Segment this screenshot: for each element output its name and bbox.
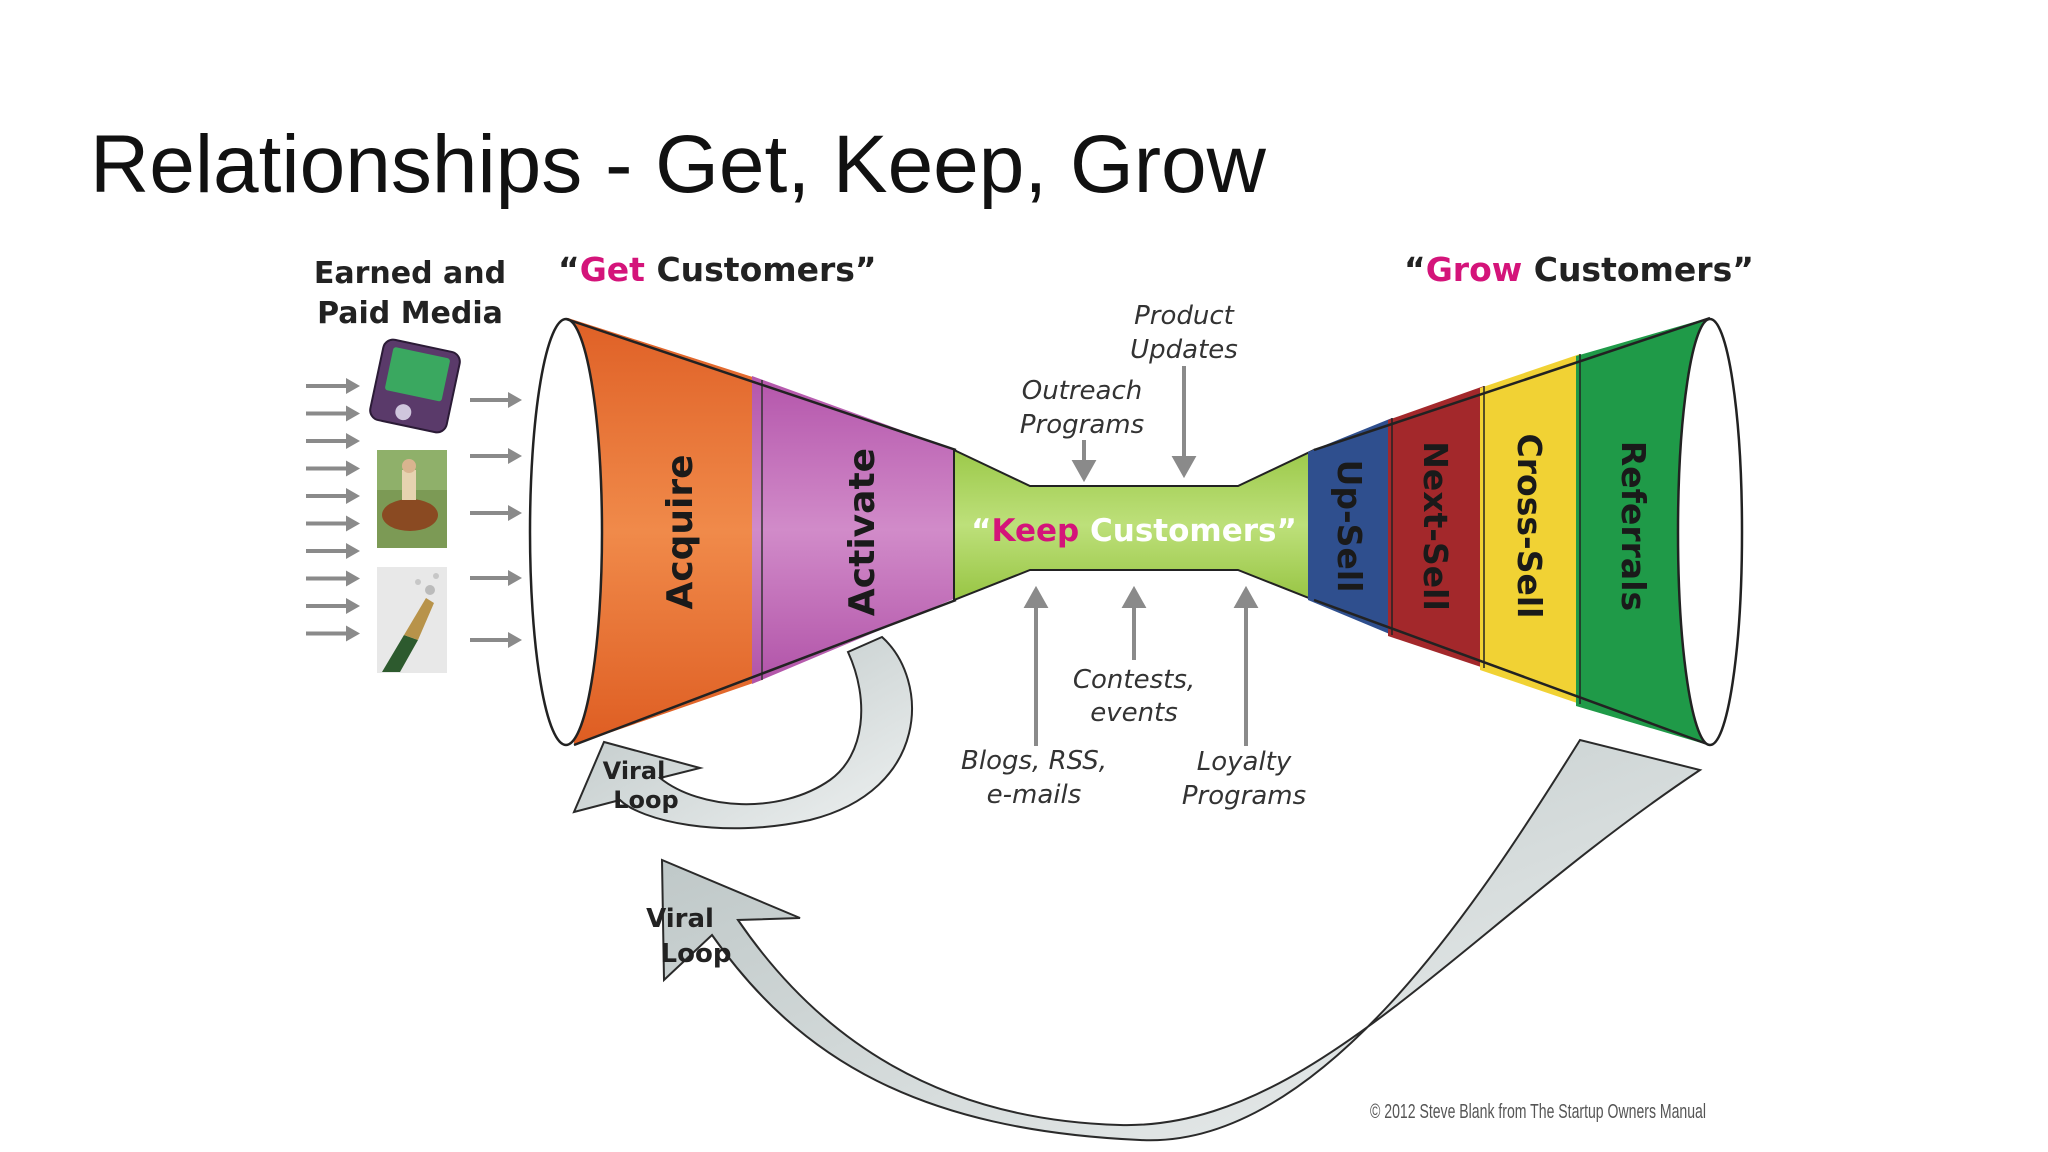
get-funnel [528, 317, 957, 747]
media-input-arrow [306, 625, 360, 642]
outreach-line2: Programs [1020, 410, 1144, 440]
product-updates-line2: Updates [1130, 335, 1238, 365]
small-viral-loop-arrow [572, 635, 913, 830]
media-input-arrow [306, 460, 360, 477]
nextsell-label: Next-Sell [1416, 441, 1455, 611]
activate-segment [752, 376, 956, 684]
media-input-arrow [306, 543, 360, 559]
keep-highlight: Keep [992, 513, 1080, 549]
crosssell-segment [1480, 354, 1580, 704]
blogs-line1: Blogs, RSS, [961, 746, 1107, 776]
outreach-line1: Outreach [1022, 376, 1143, 406]
media-output-arrow [470, 505, 522, 521]
media-input-arrow [306, 598, 360, 614]
grow-funnel [1308, 316, 1744, 747]
media-output-arrow [470, 632, 522, 648]
contests-line2: events [1090, 698, 1178, 728]
keep-customers-heading: “Keep Customers” [971, 513, 1297, 549]
media-output-arrow [470, 570, 522, 586]
keep-input-arrows [1023, 366, 1259, 746]
large-viral-loop-arrow [660, 738, 1703, 1142]
media-input-arrow [306, 488, 360, 504]
nextsell-segment [1388, 386, 1484, 668]
grow-customers-heading: “Grow Customers” [1404, 250, 1754, 289]
media-player-icon [369, 338, 461, 434]
champagne-bottle-photo [377, 567, 447, 673]
contests-line1: Contests, [1073, 665, 1195, 695]
crosssell-label: Cross-Sell [1510, 434, 1549, 619]
small-viral-loop-line1: Viral [603, 757, 666, 785]
media-label-line1: Earned and [314, 256, 506, 291]
small-viral-loop-line2: Loop [613, 786, 678, 814]
upsell-segment [1308, 418, 1392, 635]
grow-funnel-mouth [1676, 317, 1744, 747]
media-input-arrow [306, 433, 360, 449]
media-input-arrow [306, 570, 360, 587]
media-input-arrow [306, 378, 360, 394]
blogs-line2: e-mails [987, 780, 1082, 810]
media-output-arrow [470, 448, 522, 464]
loyalty-line2: Programs [1182, 781, 1306, 811]
media-input-arrows [306, 378, 522, 648]
media-input-arrow [306, 405, 360, 422]
loyalty-line1: Loyalty [1197, 747, 1292, 777]
cowboy-on-horse-photo [377, 450, 447, 548]
large-viral-loop-line2: Loop [661, 939, 732, 969]
grow-highlight: Grow [1426, 250, 1523, 289]
product-updates-line1: Product [1134, 301, 1235, 331]
upsell-label: Up-Sell [1330, 460, 1369, 593]
acquire-label: Acquire [660, 454, 701, 609]
get-highlight: Get [580, 250, 645, 289]
get-customers-heading: “Get Customers” [558, 250, 877, 289]
referrals-segment [1576, 318, 1708, 745]
media-output-arrow [470, 392, 522, 408]
referrals-label: Referrals [1614, 441, 1653, 611]
media-input-arrow [306, 515, 360, 532]
get-funnel-mouth [528, 317, 604, 747]
slide-title: Relationships - Get, Keep, Grow [90, 119, 1266, 210]
acquire-segment [568, 318, 762, 745]
media-label-line2: Paid Media [317, 296, 503, 331]
activate-label: Activate [842, 448, 883, 616]
large-viral-loop-line1: Viral [646, 904, 714, 934]
copyright-text: © 2012 Steve Blank from The Startup Owne… [1370, 1101, 1706, 1123]
